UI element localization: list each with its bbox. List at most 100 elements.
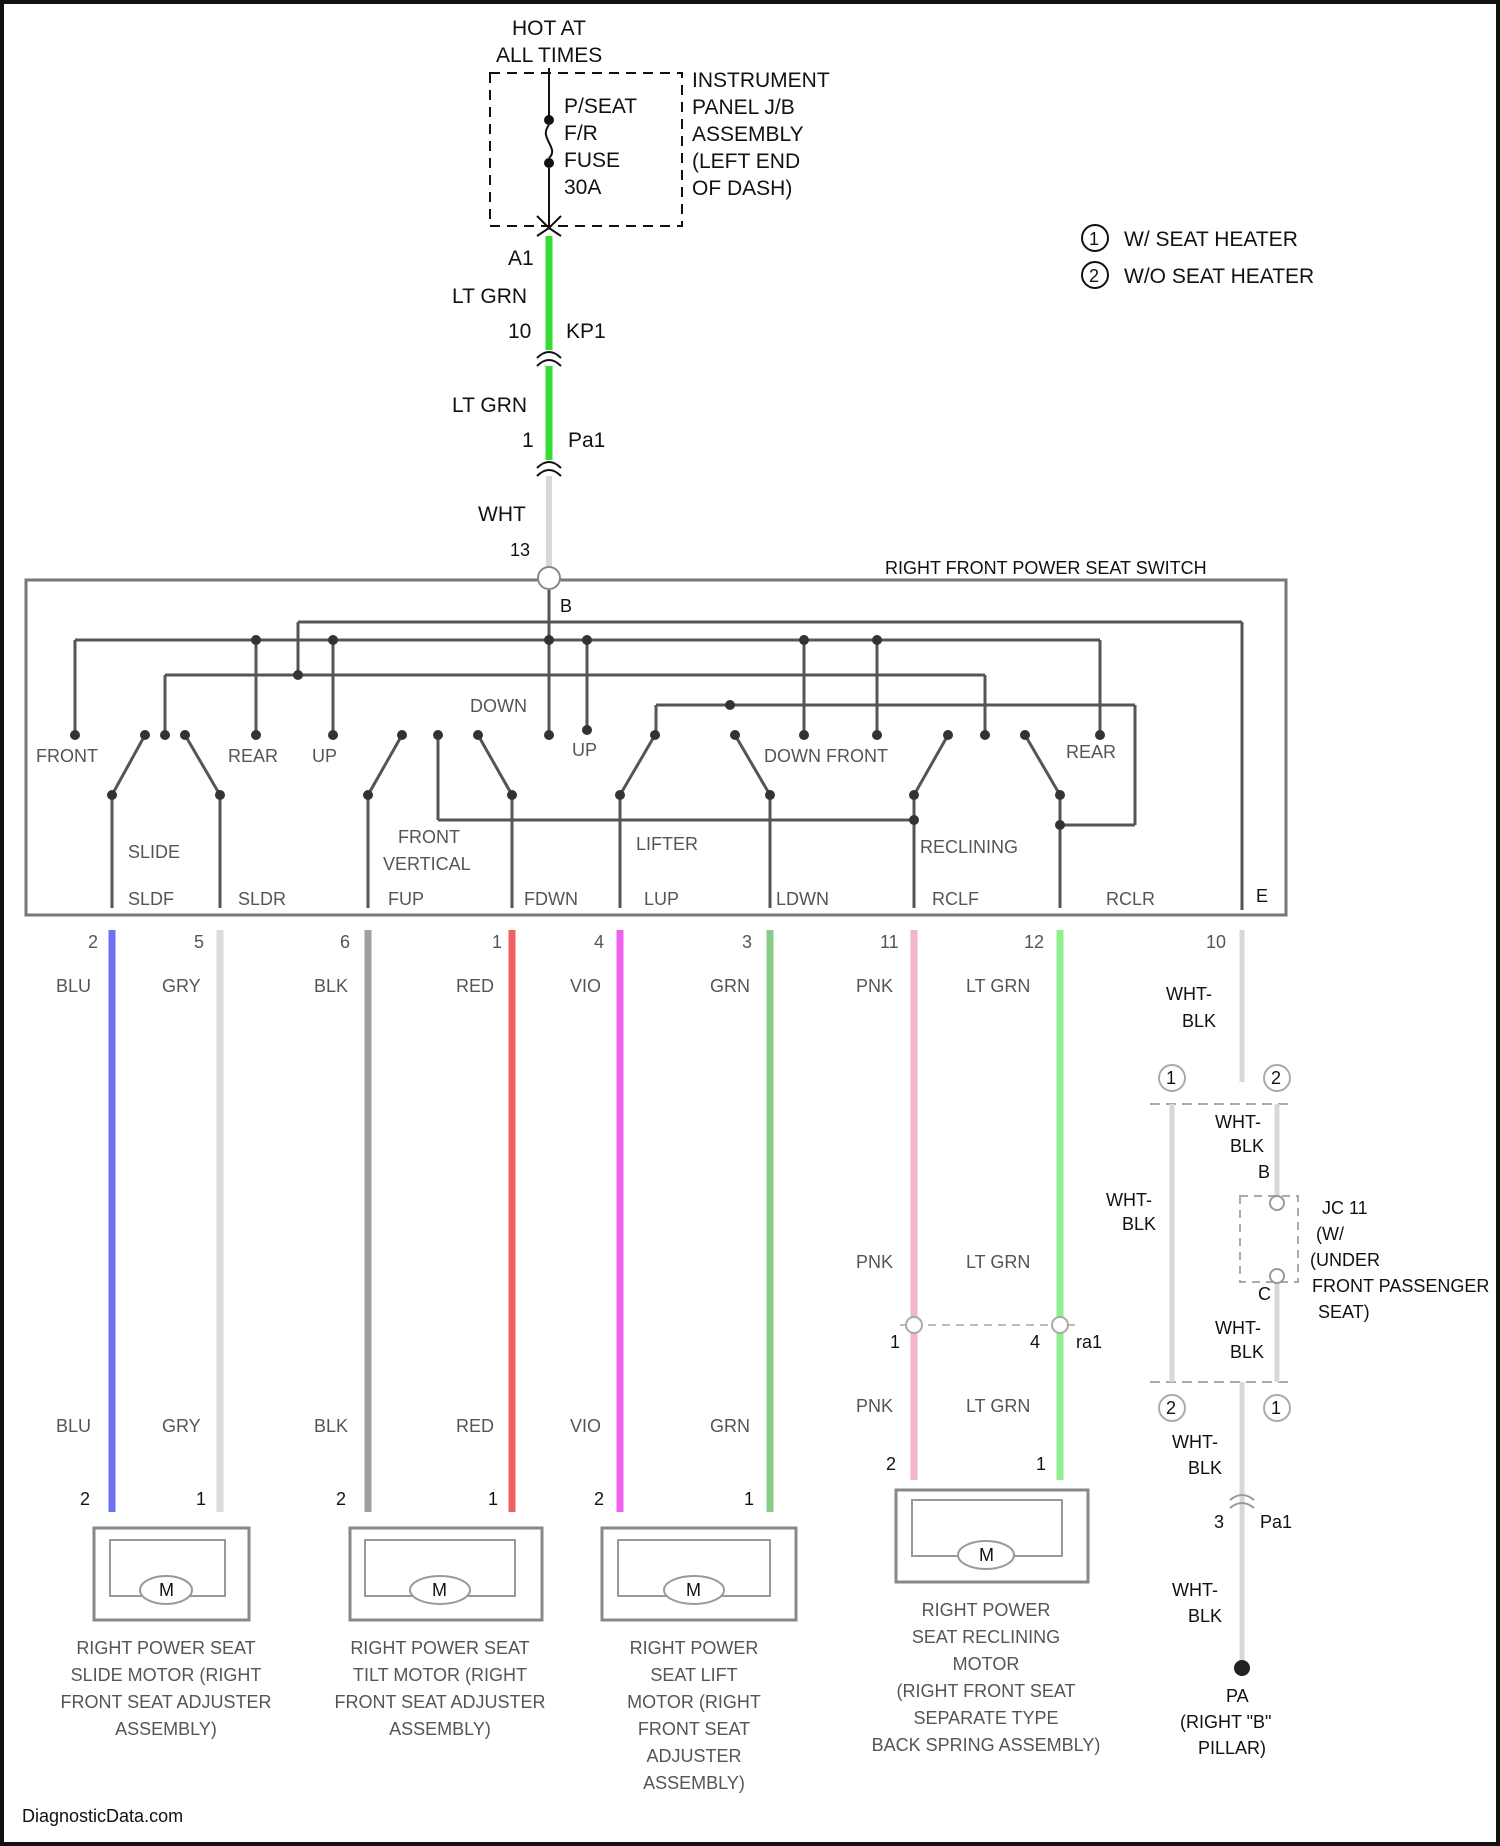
wire-label-lt-grn-mid: LT GRN [966, 1252, 1030, 1272]
switch-title: RIGHT FRONT POWER SEAT SWITCH [885, 558, 1207, 578]
group-reclining: RECLINING [920, 837, 1018, 857]
terminal-ldwn: LDWN [776, 889, 829, 909]
gnd-wire4-a: WHT- [1172, 1432, 1218, 1452]
jc-line-4: FRONT PASSENGER [1312, 1276, 1489, 1296]
fuse-label-3: FUSE [564, 149, 620, 172]
ground-point-icon [1234, 1660, 1250, 1676]
gnd-wire3-a: WHT- [1215, 1318, 1261, 1338]
tilt-motor-label-2: TILT MOTOR (RIGHT [353, 1665, 527, 1685]
gnd-wire2-b: BLK [1230, 1136, 1264, 1156]
terminal-lup: LUP [644, 889, 679, 909]
wire-color-labels-bottom: BLU GRY BLK RED VIO GRN PNK LT GRN PNK L… [56, 1252, 1030, 1436]
gnd-side-b: BLK [1122, 1214, 1156, 1234]
switch-input-terminal [538, 567, 560, 589]
wire-label-red-bottom: RED [456, 1416, 494, 1436]
jc-line-5: SEAT) [1318, 1302, 1370, 1322]
terminal-sldr: SLDR [238, 889, 286, 909]
terminal-rclr: RCLR [1106, 889, 1155, 909]
pin-lup: 4 [594, 932, 604, 952]
wire-label-blu-bottom: BLU [56, 1416, 91, 1436]
motor-pin-r: 1 [1036, 1454, 1046, 1474]
group-slide: SLIDE [128, 842, 180, 862]
legend-num-1: 1 [1089, 229, 1099, 249]
pa1-pin-label: 1 [522, 429, 534, 452]
reclining-motor-label-1: RIGHT POWER [922, 1600, 1051, 1620]
connector-ra1: 1 4 ra1 [890, 1317, 1102, 1352]
terminal-fdwn: FDWN [524, 889, 578, 909]
gnd-pa1: Pa1 [1260, 1512, 1292, 1532]
fuse-terminal-bottom [544, 158, 554, 168]
wire-label-grn-bottom: GRN [710, 1416, 750, 1436]
switch-pin-e: E [1256, 886, 1268, 906]
wire-label-lt-grn: LT GRN [966, 976, 1030, 996]
pin-ldwn: 3 [742, 932, 752, 952]
ra1-name: ra1 [1076, 1332, 1102, 1352]
jb-label-4: (LEFT END [692, 150, 800, 173]
pin-fup: 6 [340, 932, 350, 952]
gnd-opt2b: 1 [1271, 1398, 1281, 1418]
lift-motor-label-6: ASSEMBLY) [643, 1773, 745, 1793]
gnd-side-a: WHT- [1106, 1190, 1152, 1210]
tilt-motor-label-1: RIGHT POWER SEAT [350, 1638, 529, 1658]
fuse-label-1: P/SEAT [564, 95, 637, 118]
lift-motor-label-2: SEAT LIFT [650, 1665, 737, 1685]
fuse-label-2: F/R [564, 122, 598, 145]
switch-pin-13: 13 [510, 540, 530, 560]
wire-label-blk-bottom: BLK [314, 1416, 348, 1436]
supply-label-2: ALL TIMES [496, 44, 602, 67]
ground-path: WHT- BLK 1 2 WHT- BLK B WHT- BLK JC 11 (… [1106, 984, 1489, 1758]
reclining-motor-label-4: (RIGHT FRONT SEAT [896, 1681, 1075, 1701]
reclining-motor-label-6: BACK SPRING ASSEMBLY) [872, 1735, 1101, 1755]
motor-captions: RIGHT POWER SEAT SLIDE MOTOR (RIGHT FRON… [60, 1600, 1100, 1793]
motor-pin-r: 1 [488, 1489, 498, 1509]
jc-line-3: (UNDER [1310, 1250, 1380, 1270]
slide-motor-label-4: ASSEMBLY) [115, 1719, 217, 1739]
fuse-icon [546, 125, 552, 158]
a1-socket [537, 228, 561, 236]
wire-label-blu: BLU [56, 976, 91, 996]
motor-pin-l: 2 [594, 1489, 604, 1509]
jc11-outline [1240, 1196, 1298, 1282]
motor-pin-r: 1 [196, 1489, 206, 1509]
gnd-opt1b: 2 [1166, 1398, 1176, 1418]
gnd-wire4-b: BLK [1188, 1458, 1222, 1478]
wire-label-vio: VIO [570, 976, 601, 996]
wire-color-lt-grn-1: LT GRN [452, 285, 527, 308]
gnd-wire1-a: WHT- [1166, 984, 1212, 1004]
pin-sldf: 2 [88, 932, 98, 952]
group-lifter: LIFTER [636, 834, 698, 854]
supply-label-1: HOT AT [512, 17, 586, 40]
wire-color-wht: WHT [478, 503, 526, 526]
wire-label-lt-grn-bottom: LT GRN [966, 1396, 1030, 1416]
pin-ground: 10 [1206, 932, 1226, 952]
wire-label-pnk: PNK [856, 976, 893, 996]
wire-color-labels-top: BLU GRY BLK RED VIO GRN PNK LT GRN [56, 976, 1030, 996]
pin-rclf: 11 [880, 932, 899, 952]
gnd-pin-b: B [1258, 1162, 1270, 1182]
pin-fdwn: 1 [492, 932, 502, 952]
lift-motor: M 2 1 [594, 1489, 796, 1620]
fuse-terminal-top [544, 115, 554, 125]
motor-pin-l: 2 [80, 1489, 90, 1509]
gnd-wire5-b: BLK [1188, 1606, 1222, 1626]
motor-symbol: M [159, 1580, 174, 1600]
fuse-label-4: 30A [564, 176, 601, 199]
ground-location-2: PILLAR) [1198, 1738, 1266, 1758]
switch-connector-pins: 2 5 6 1 4 3 11 12 10 [88, 932, 1226, 952]
contact-down-1: DOWN [470, 696, 527, 716]
pa1-connector [537, 462, 561, 476]
lift-motor-label-1: RIGHT POWER [630, 1638, 759, 1658]
motor-symbol: M [979, 1545, 994, 1565]
slide-motor-label-1: RIGHT POWER SEAT [76, 1638, 255, 1658]
jb-label-3: ASSEMBLY [692, 123, 804, 146]
ra1-pin-l: 1 [890, 1332, 900, 1352]
reclining-motor-label-5: SEPARATE TYPE [913, 1708, 1058, 1728]
terminal-sldf: SLDF [128, 889, 174, 909]
gnd-wire1-b: BLK [1182, 1011, 1216, 1031]
motor-pin-r: 1 [744, 1489, 754, 1509]
contact-up-1: UP [312, 746, 337, 766]
pin-sldr: 5 [194, 932, 204, 952]
kp1-connector-label: KP1 [566, 320, 606, 343]
